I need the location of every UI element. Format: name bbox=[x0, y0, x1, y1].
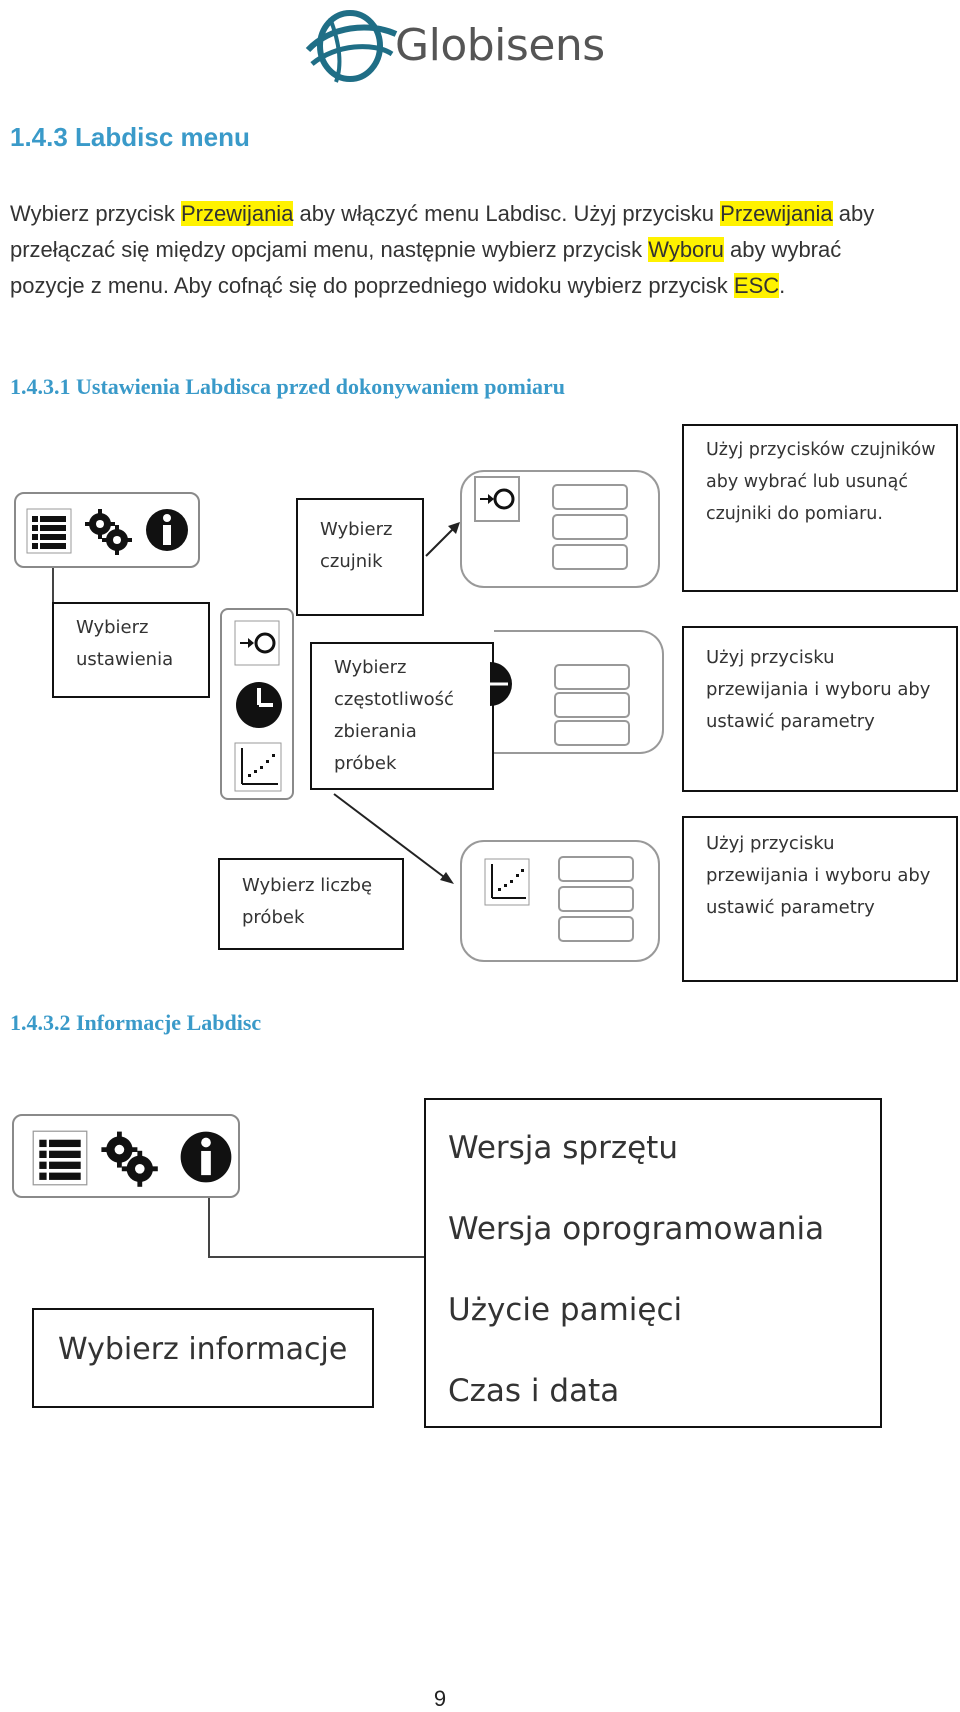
info-icon bbox=[146, 509, 188, 551]
labdisc-device-rate bbox=[490, 630, 664, 754]
scatter-plot-icon bbox=[234, 742, 282, 792]
section-title: 1.4.3 Labdisc menu bbox=[10, 122, 250, 152]
highlighted-term: Przewijania bbox=[720, 201, 833, 226]
info-menu-panel bbox=[12, 1114, 240, 1198]
device-slot bbox=[554, 692, 630, 718]
globisens-logo-icon bbox=[305, 10, 398, 83]
samples-hint-text: Użyj przycisku przewijania i wyboru aby … bbox=[706, 833, 931, 918]
list-icon bbox=[32, 1130, 88, 1186]
menu-panel bbox=[14, 492, 200, 568]
select-info-box: Wybierz informacje bbox=[32, 1308, 374, 1408]
device-slot bbox=[558, 856, 634, 882]
labdisc-device-samples bbox=[460, 840, 660, 962]
list-icon bbox=[26, 508, 72, 554]
subsection-title-info: 1.4.3.2 Informacje Labdisc bbox=[10, 1010, 262, 1035]
arrow-to-samples-device bbox=[333, 793, 454, 884]
gears-icon bbox=[101, 1131, 158, 1187]
samples-hint-box: Użyj przycisku przewijania i wyboru aby … bbox=[682, 816, 958, 982]
info-icon bbox=[180, 1131, 232, 1183]
info-list-box: Wersja sprzętu Wersja oprogramowania Uży… bbox=[424, 1098, 882, 1428]
highlighted-term: ESC bbox=[733, 273, 780, 298]
rate-hint-box: Użyj przycisku przewijania i wyboru aby … bbox=[682, 626, 958, 792]
logo-text: Globisens bbox=[395, 20, 605, 71]
section-paragraph: Wybierz przycisk Przewijania aby włączyć… bbox=[10, 196, 910, 304]
connector-line bbox=[208, 1256, 424, 1258]
info-item-hardware-version: Wersja sprzętu bbox=[448, 1130, 678, 1166]
paragraph-text: aby przełączać się między opcjami menu, … bbox=[10, 201, 875, 262]
select-settings-label: Wybierz ustawienia bbox=[76, 617, 174, 670]
device-slot bbox=[554, 664, 630, 690]
paragraph-text: aby włączyć menu Labdisc. Użyj przycisku bbox=[293, 201, 721, 226]
labdisc-device-sensors bbox=[460, 470, 660, 588]
select-samples-label: Wybierz liczbę próbek bbox=[242, 875, 373, 928]
sensor-hint-text: Użyj przycisków czujników aby wybrać lub… bbox=[706, 440, 936, 524]
device-slot bbox=[552, 514, 628, 540]
paragraph-text: aby wybrać pozycje z menu. Aby cofnąć si… bbox=[10, 237, 842, 298]
select-sensor-box: Wybierz czujnik bbox=[296, 498, 424, 616]
select-sensor-label: Wybierz czujnik bbox=[320, 519, 393, 572]
select-info-label: Wybierz informacje bbox=[58, 1332, 348, 1367]
device-slot bbox=[552, 484, 628, 510]
device-slot bbox=[558, 886, 634, 912]
scatter-plot-icon bbox=[484, 858, 530, 906]
info-item-memory-usage: Użycie pamięci bbox=[448, 1292, 683, 1328]
select-rate-label: Wybierz częstotliwość zbierania próbek bbox=[334, 657, 454, 774]
device-slot bbox=[558, 916, 634, 942]
select-rate-box: Wybierz częstotliwość zbierania próbek bbox=[310, 642, 494, 790]
device-slot bbox=[554, 720, 630, 746]
sensor-icon bbox=[480, 488, 515, 510]
settings-icon-panel bbox=[220, 608, 294, 800]
highlighted-term: Przewijania bbox=[180, 201, 294, 226]
subsection-title-settings: 1.4.3.1 Ustawienia Labdisca przed dokony… bbox=[10, 374, 565, 399]
info-item-software-version: Wersja oprogramowania bbox=[448, 1211, 825, 1247]
clock-icon bbox=[490, 662, 512, 706]
select-settings-box: Wybierz ustawienia bbox=[52, 602, 210, 698]
clock-icon bbox=[236, 682, 282, 728]
connector-line bbox=[208, 1198, 210, 1256]
page-number: 9 bbox=[433, 1686, 447, 1711]
sensor-icon bbox=[234, 620, 280, 666]
rate-hint-text: Użyj przycisku przewijania i wyboru aby … bbox=[706, 647, 931, 732]
sensor-hint-box: Użyj przycisków czujników aby wybrać lub… bbox=[682, 424, 958, 592]
gears-icon bbox=[85, 509, 132, 555]
arrow-to-sensor-device bbox=[425, 522, 460, 557]
sensor-icon-box bbox=[474, 476, 520, 522]
paragraph-text: Wybierz przycisk bbox=[10, 201, 181, 226]
info-item-time-date: Czas i data bbox=[448, 1373, 620, 1409]
highlighted-term: Wyboru bbox=[648, 237, 724, 262]
paragraph-text: . bbox=[779, 273, 786, 298]
device-slot bbox=[552, 544, 628, 570]
select-samples-box: Wybierz liczbę próbek bbox=[218, 858, 404, 950]
